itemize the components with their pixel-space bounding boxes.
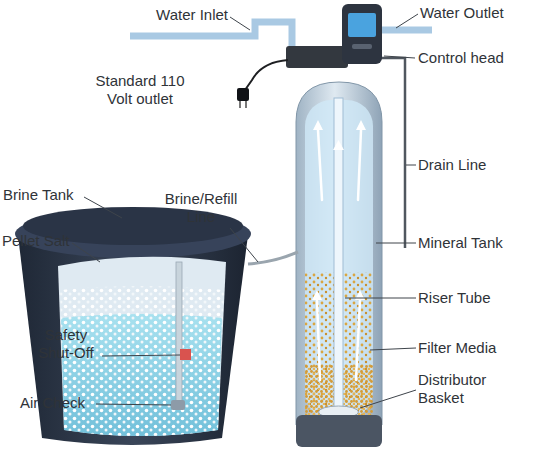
power-cord (245, 60, 288, 90)
leader-lines (72, 14, 418, 408)
brine-tank (18, 235, 248, 445)
drain-line (380, 58, 405, 248)
leader-line (396, 14, 418, 28)
flow-streaks (317, 130, 361, 380)
brine-line (248, 252, 298, 264)
air-check-valve (171, 400, 185, 410)
part-label: Distributor Basket (418, 371, 513, 407)
plug-prongs (240, 101, 246, 108)
leader-line (72, 243, 100, 262)
control-head (342, 4, 382, 64)
part-label: Air Check (20, 394, 110, 412)
leader-line (370, 348, 416, 350)
safety-float (180, 349, 191, 360)
part-label: Standard 110 Volt outlet (92, 72, 188, 108)
part-label: Control head (418, 49, 533, 67)
valve-body (286, 46, 348, 68)
part-label: Water Inlet (138, 6, 228, 24)
leader-line (384, 56, 415, 58)
tank-base (296, 415, 382, 447)
leader-line (230, 228, 258, 262)
leader-line (96, 404, 171, 405)
part-label: Water Outlet (420, 4, 532, 22)
mineral-tank (296, 82, 382, 425)
flow-arrows (312, 120, 366, 300)
part-label: Riser Tube (418, 289, 533, 307)
leader-line (230, 17, 250, 30)
leader-line (406, 165, 416, 166)
leader-line (345, 298, 416, 299)
part-label: Drain Line (418, 156, 533, 174)
control-button (352, 44, 372, 49)
part-label: Safety Shut-Off (28, 326, 104, 362)
part-label: Brine Tank (3, 186, 98, 204)
leader-line (84, 197, 122, 218)
part-label: Brine/Refill Line (160, 190, 242, 226)
part-label: Mineral Tank (418, 234, 533, 252)
brine-well (176, 262, 182, 404)
part-label: Filter Media (418, 339, 533, 357)
leader-line (102, 355, 180, 356)
control-screen (348, 13, 376, 37)
inlet-pipe (130, 22, 292, 52)
power-plug (237, 88, 249, 101)
leader-line (360, 390, 416, 408)
leader-line (376, 243, 416, 244)
part-label: Pellet Salt (2, 232, 92, 250)
